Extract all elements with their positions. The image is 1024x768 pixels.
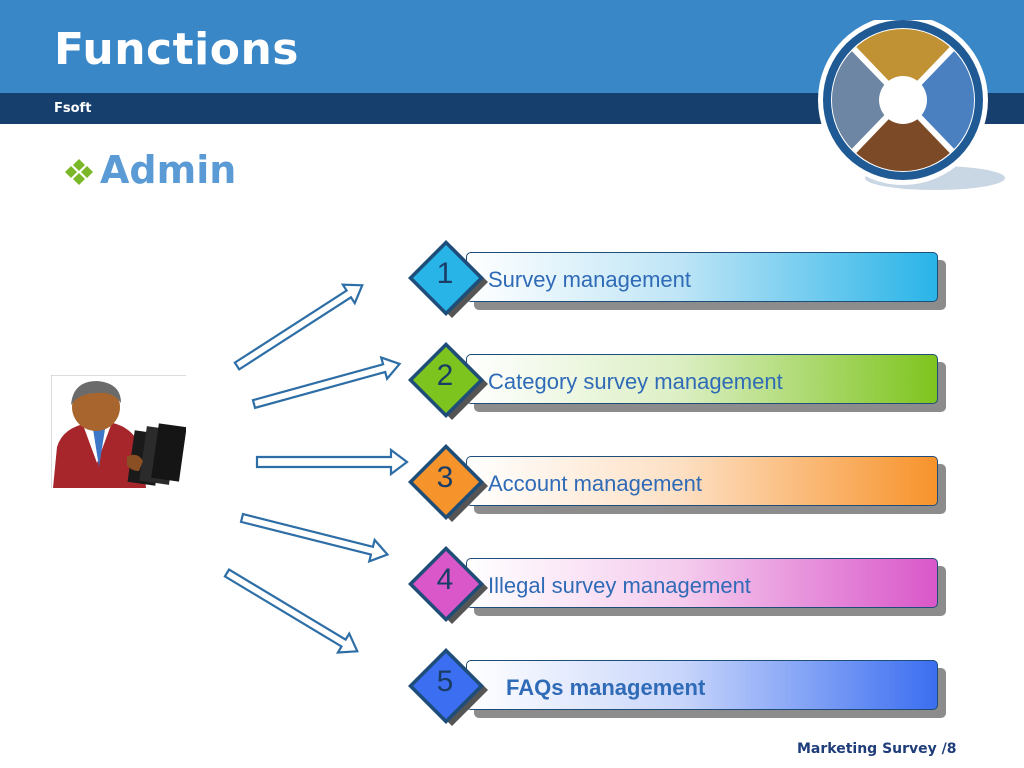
item-bar — [466, 660, 938, 710]
item-number: 1 — [436, 257, 454, 290]
function-item-2: 2 Category survey management — [408, 342, 953, 422]
item-number: 4 — [436, 563, 454, 596]
logo-emblem-icon — [818, 20, 1005, 190]
slide-title: Functions — [54, 24, 299, 75]
item-label: Survey management — [488, 267, 691, 292]
admin-user-icon — [51, 375, 186, 488]
number-diamond-icon — [408, 648, 488, 726]
function-item-4: 4 Illegal survey management — [408, 546, 953, 626]
diamond-bullet-icon — [65, 159, 93, 185]
item-label: FAQs management — [506, 675, 706, 700]
item-bar — [466, 558, 938, 608]
item-label: Illegal survey management — [488, 573, 751, 598]
slide-subtitle: Fsoft — [54, 101, 92, 116]
item-number: 2 — [436, 359, 454, 392]
item-label: Category survey management — [488, 369, 783, 394]
item-label: Account management — [488, 471, 703, 496]
item-bar — [466, 456, 938, 506]
item-number: 3 — [436, 461, 454, 494]
function-item-5: 5 FAQs management — [408, 648, 953, 728]
number-diamond-icon — [408, 546, 488, 624]
function-item-1: 1 Survey management — [408, 240, 953, 320]
number-diamond-icon — [408, 444, 488, 522]
number-diamond-icon — [408, 240, 488, 318]
number-diamond-icon — [408, 342, 488, 420]
slide-footer: Marketing Survey /8 — [797, 741, 957, 757]
section-heading: Admin — [100, 148, 237, 192]
item-bar — [466, 354, 938, 404]
function-item-3: 3 Account management — [408, 444, 953, 524]
item-number: 5 — [436, 665, 454, 698]
item-bar — [466, 252, 938, 302]
